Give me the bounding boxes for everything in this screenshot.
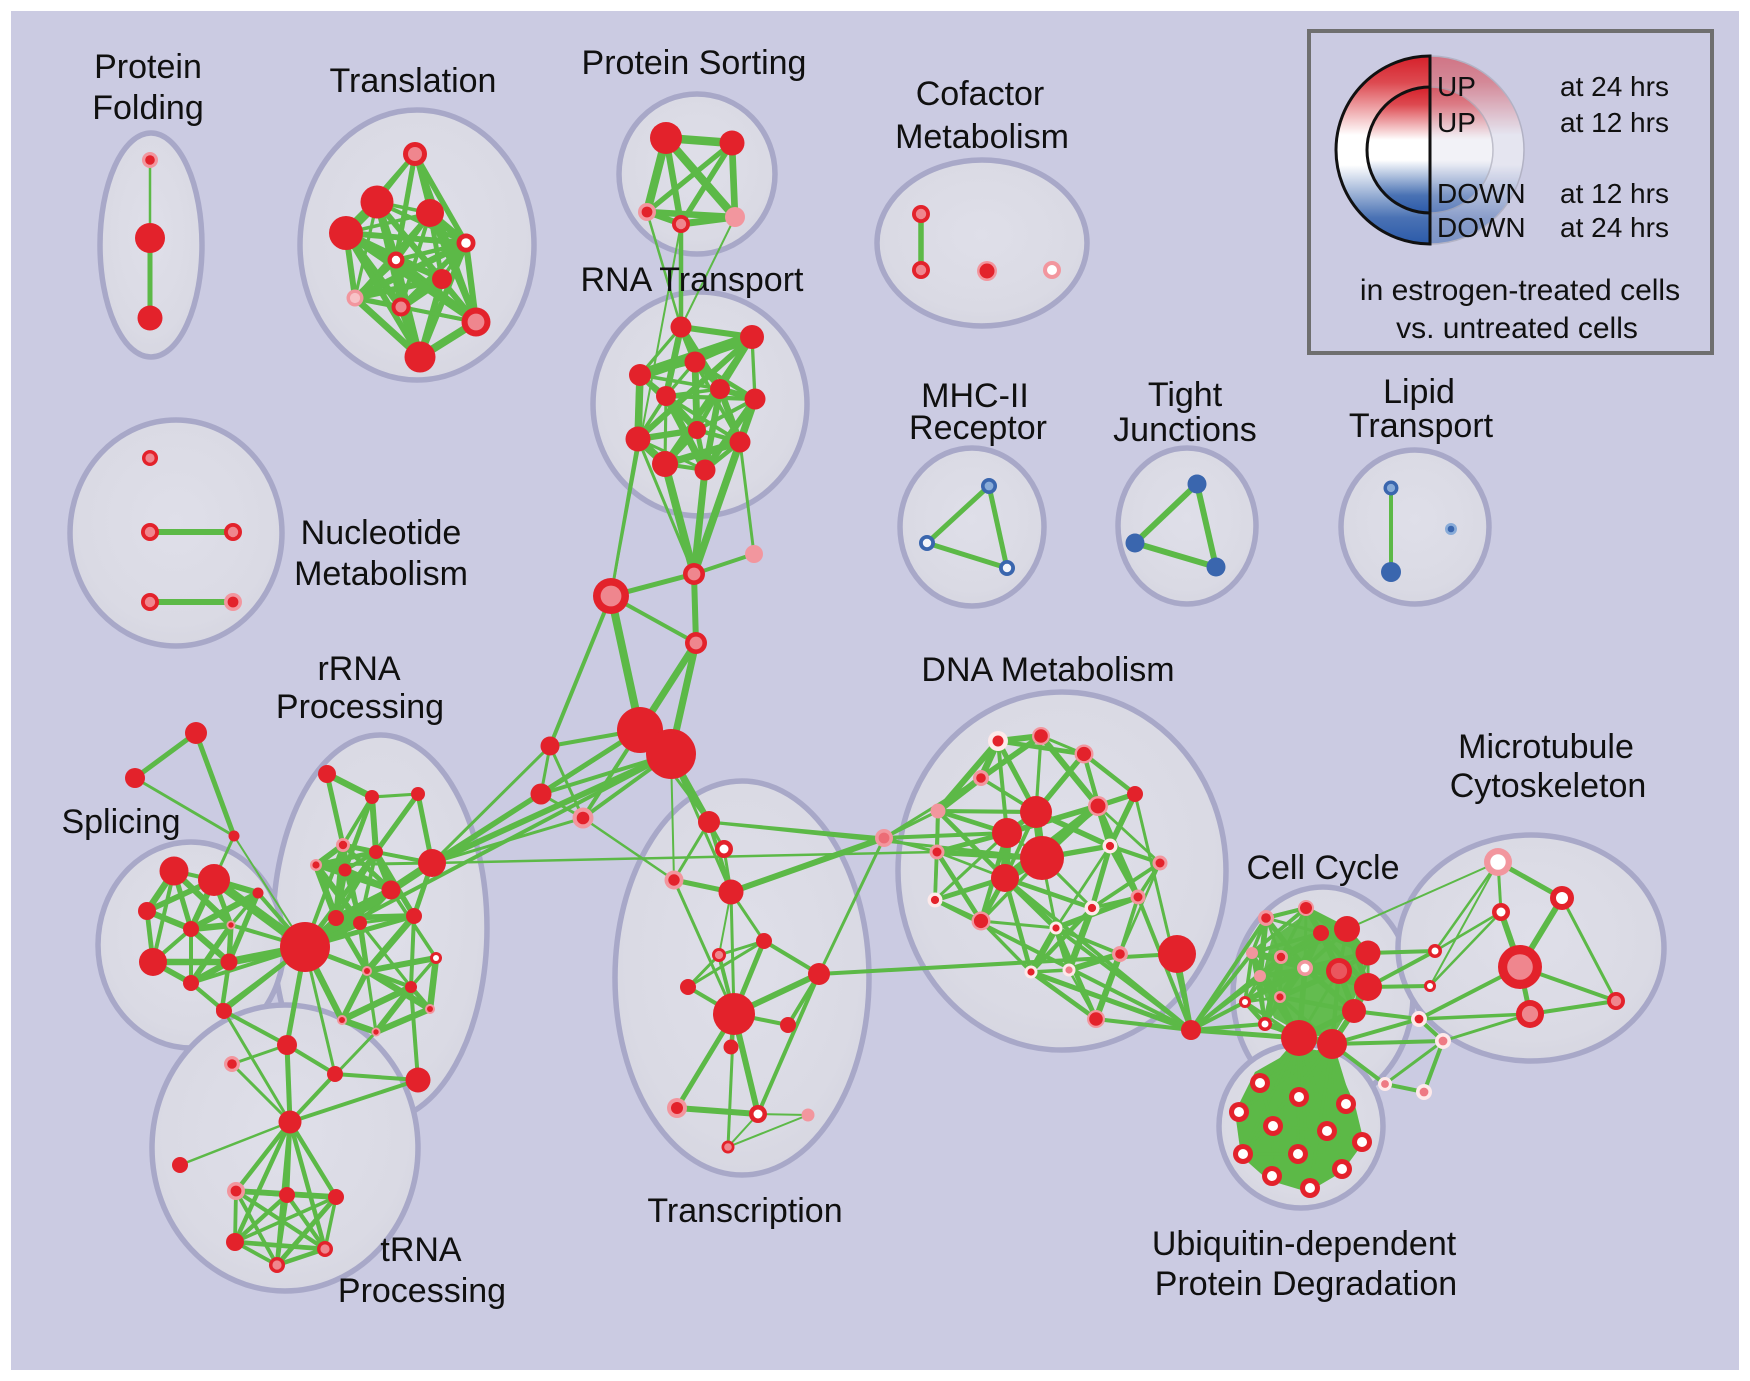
svg-text:DOWN: DOWN (1437, 178, 1526, 209)
svg-text:UP: UP (1437, 107, 1476, 138)
svg-text:at 12 hrs: at 12 hrs (1560, 178, 1669, 209)
svg-text:UP: UP (1437, 71, 1476, 102)
svg-text:Metabolism: Metabolism (895, 118, 1069, 156)
svg-text:vs. untreated cells: vs. untreated cells (1396, 312, 1638, 345)
svg-text:Folding: Folding (92, 89, 204, 127)
svg-text:Protein Degradation: Protein Degradation (1155, 1265, 1457, 1303)
svg-text:Lipid: Lipid (1383, 373, 1455, 411)
svg-text:tRNA: tRNA (380, 1231, 462, 1269)
svg-text:Cell Cycle: Cell Cycle (1246, 849, 1399, 887)
svg-text:at 24 hrs: at 24 hrs (1560, 212, 1669, 243)
svg-text:DOWN: DOWN (1437, 212, 1526, 243)
svg-text:Transport: Transport (1349, 407, 1494, 445)
svg-text:Ubiquitin-dependent: Ubiquitin-dependent (1152, 1225, 1457, 1263)
svg-text:Processing: Processing (338, 1272, 506, 1310)
svg-text:in estrogen-treated cells: in estrogen-treated cells (1360, 274, 1680, 307)
svg-text:at 24 hrs: at 24 hrs (1560, 71, 1669, 102)
svg-text:Cytoskeleton: Cytoskeleton (1450, 767, 1647, 805)
svg-text:at 12 hrs: at 12 hrs (1560, 107, 1669, 138)
svg-text:MHC-II: MHC-II (921, 377, 1029, 415)
svg-text:Receptor: Receptor (909, 409, 1047, 447)
svg-text:Protein Sorting: Protein Sorting (582, 44, 807, 82)
svg-text:Nucleotide: Nucleotide (301, 514, 462, 552)
svg-text:Processing: Processing (276, 688, 444, 726)
svg-text:rRNA: rRNA (317, 650, 400, 688)
svg-text:RNA Transport: RNA Transport (581, 261, 805, 299)
svg-text:Transcription: Transcription (647, 1192, 842, 1230)
svg-text:DNA Metabolism: DNA Metabolism (921, 651, 1174, 689)
svg-text:Cofactor: Cofactor (916, 75, 1045, 113)
svg-text:Junctions: Junctions (1113, 411, 1257, 449)
svg-text:Splicing: Splicing (61, 803, 180, 841)
svg-text:Metabolism: Metabolism (294, 555, 468, 593)
svg-text:Translation: Translation (330, 62, 497, 100)
svg-text:Tight: Tight (1148, 376, 1223, 414)
svg-text:Protein: Protein (94, 48, 202, 86)
svg-text:Microtubule: Microtubule (1458, 728, 1634, 766)
